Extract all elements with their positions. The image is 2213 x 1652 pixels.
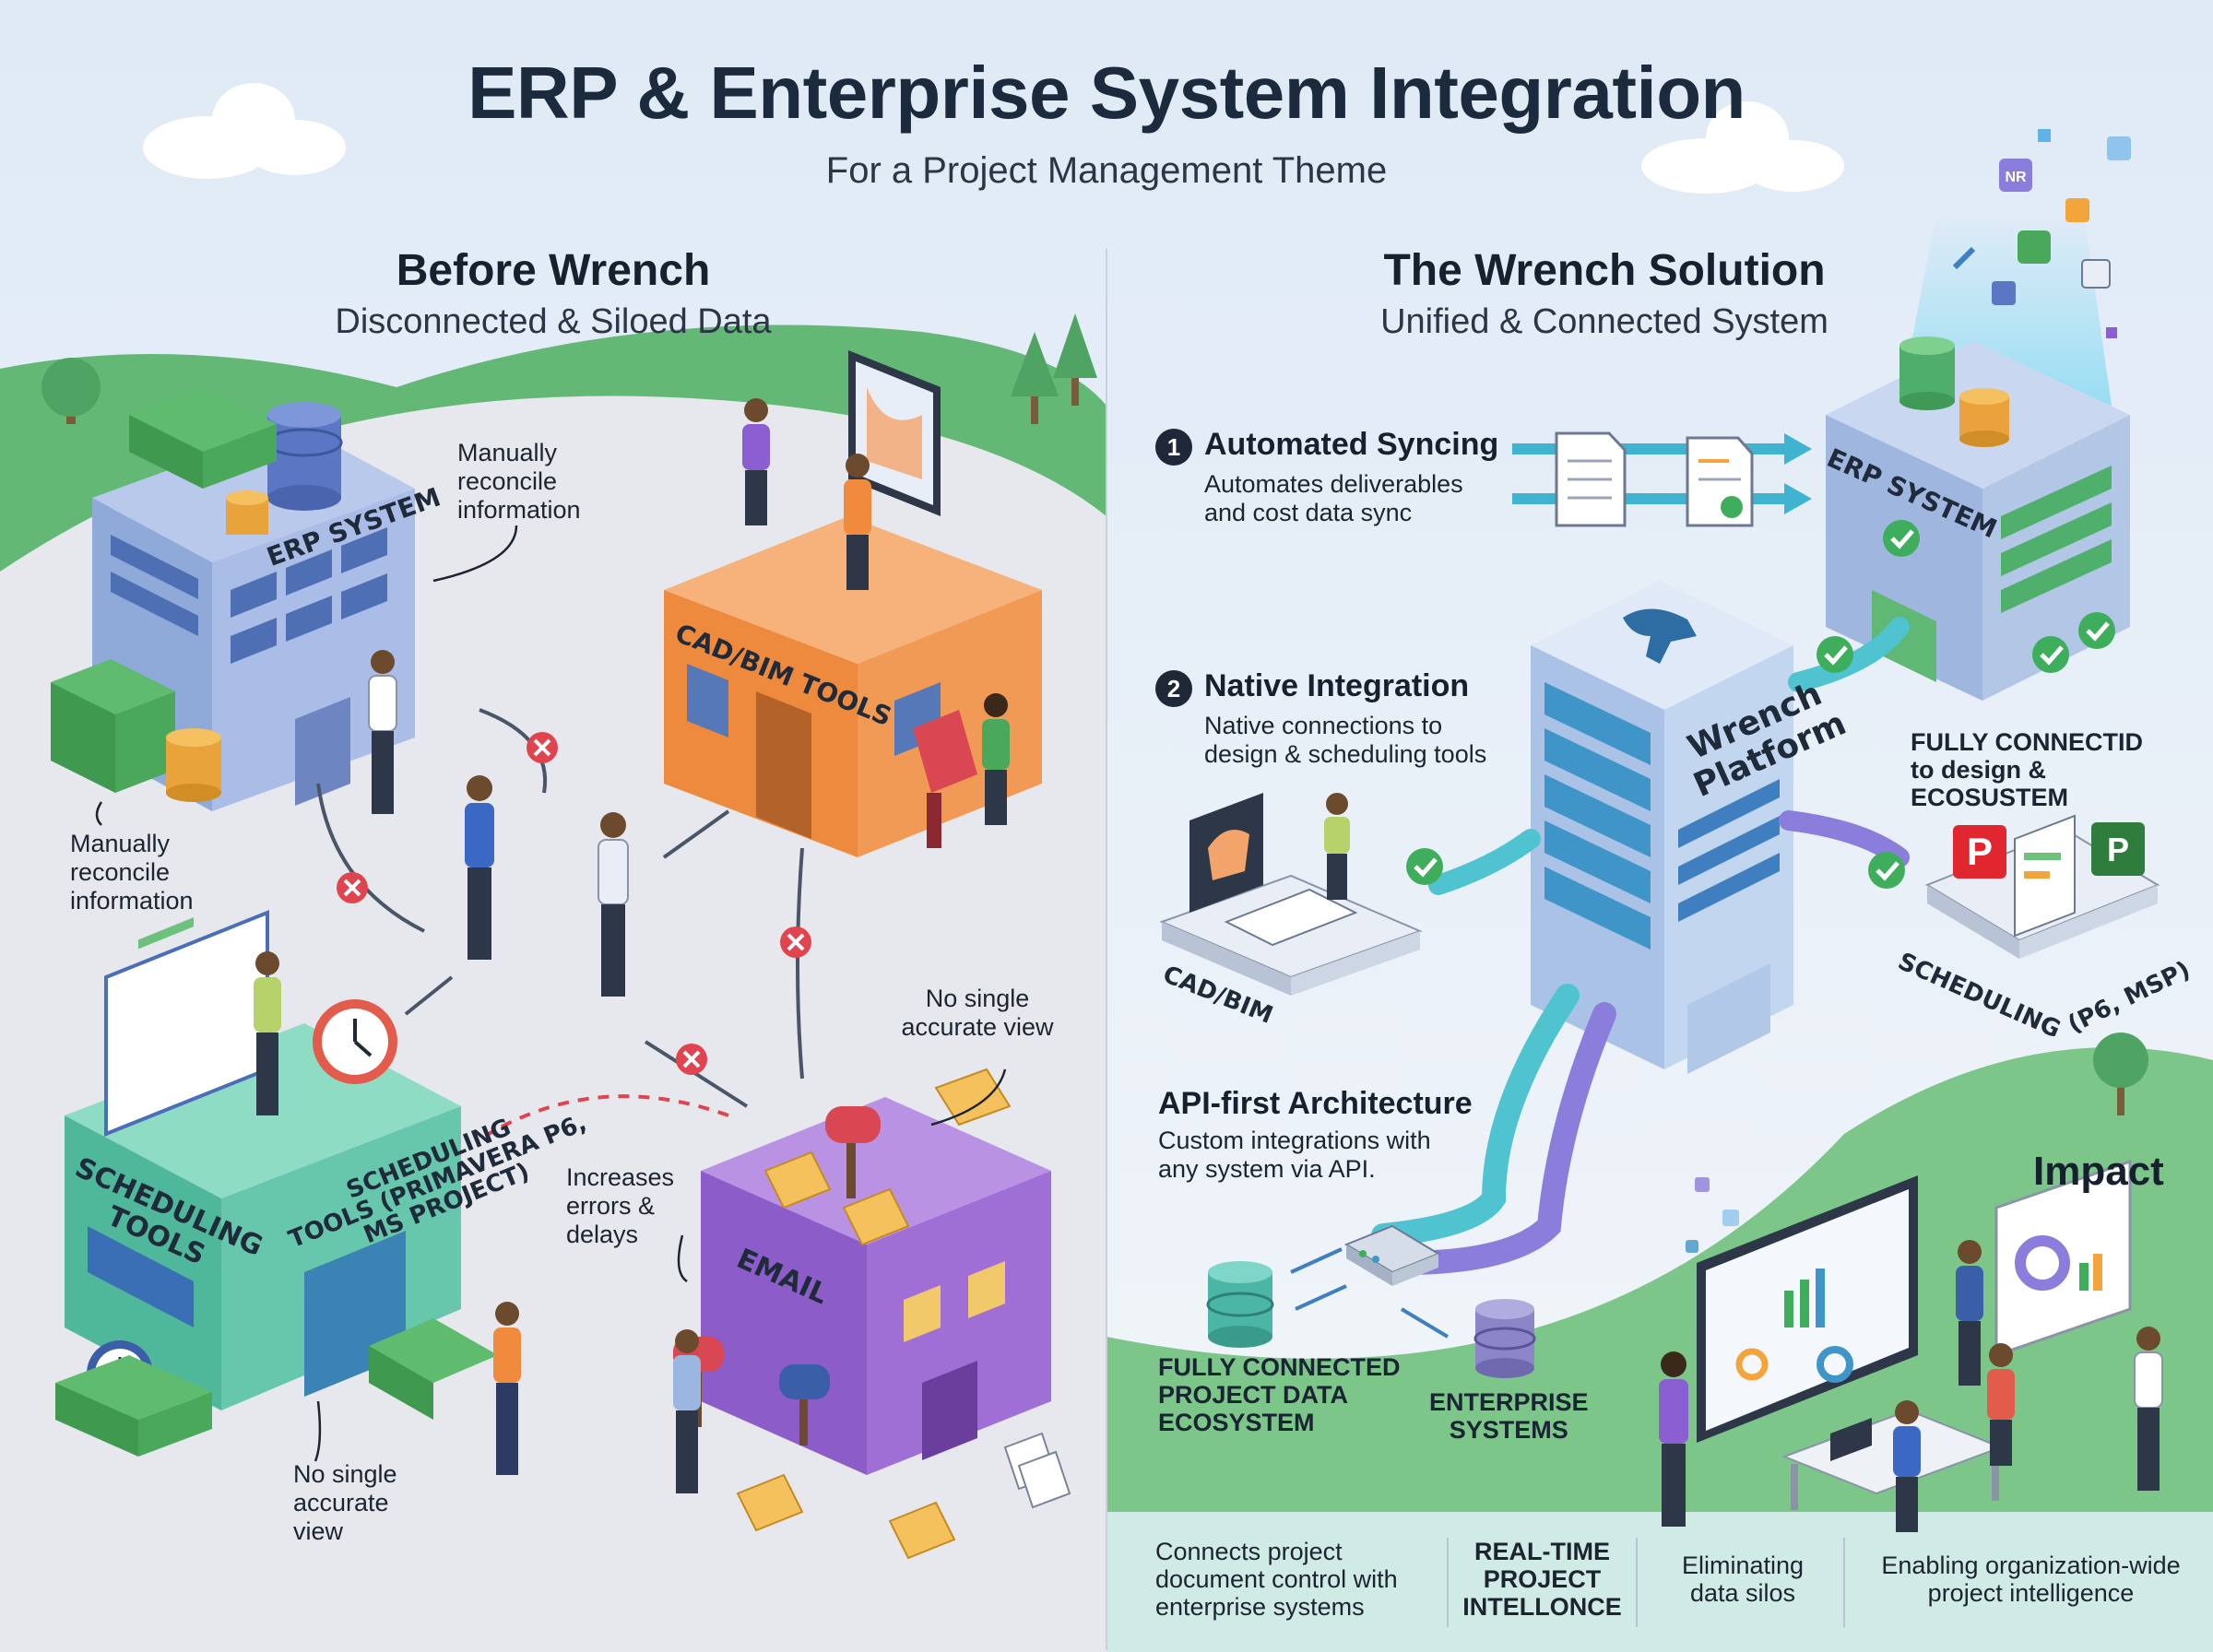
- right-hill-ground: [1106, 1047, 2213, 1652]
- database-icon-left: [266, 402, 343, 511]
- cash-stack-icon: [55, 1318, 498, 1457]
- primavera-app-icon: P: [1953, 825, 2006, 879]
- person-icon: [742, 398, 770, 525]
- note-errors: Increases errors & delays: [566, 1163, 675, 1248]
- meeting-table: [1781, 1409, 2004, 1510]
- email-building: [701, 1097, 1051, 1475]
- person-icon: [1324, 793, 1350, 900]
- arrow-bidirectional: [1290, 1247, 1450, 1339]
- cash-stack-icon: [129, 387, 277, 489]
- svg-text:P: P: [2107, 831, 2129, 868]
- note-no-view-bottom: No single accurate view: [293, 1460, 397, 1545]
- cash-stack-icon: [51, 659, 175, 793]
- note-reconcile-left: Manually reconcile information: [70, 830, 194, 914]
- page-subtitle: For a Project Management Theme: [825, 150, 1388, 191]
- callout-lines-left: [95, 525, 1007, 1462]
- person-icon: [2134, 1327, 2163, 1491]
- solution-heading: The Wrench Solution: [1383, 246, 1826, 295]
- tree-left: [41, 358, 101, 424]
- footer-item-enabling: Enabling organization-wide project intel…: [1881, 1552, 2181, 1607]
- step-number: 1: [1155, 429, 1192, 466]
- svg-text:P: P: [1967, 830, 1993, 873]
- person-icon: [368, 650, 397, 814]
- paper-stack-icon: [1003, 1432, 1071, 1509]
- person-icon: [1987, 1343, 2015, 1466]
- kiosk-icon: [913, 710, 977, 848]
- before-subheading: Disconnected & Siloed Data: [335, 302, 772, 341]
- impact-heading: Impact: [2033, 1149, 2164, 1194]
- person-icon: [673, 1329, 701, 1493]
- nr-badge-icon: NR: [2005, 170, 2027, 185]
- step-desc-native-integration: Native connections to design & schedulin…: [1204, 712, 1487, 768]
- dashboard-screen: [1697, 1175, 1918, 1443]
- report-board: [1994, 1159, 2132, 1358]
- step-number: 2: [1155, 670, 1192, 707]
- person-icon: [493, 1302, 521, 1475]
- api-hub-icon: [1343, 1224, 1441, 1286]
- cross-icon: [337, 732, 811, 1075]
- ms-project-app-icon: P: [2091, 822, 2145, 876]
- person-icon: [844, 454, 871, 590]
- enterprise-systems-label: ENTERPRISE SYSTEMS: [1429, 1388, 1589, 1444]
- alarm-clock-icon: [313, 999, 397, 1084]
- cad-bim-platform: [1159, 793, 1423, 996]
- person-icon: [1659, 1351, 1688, 1527]
- person-icon: [982, 693, 1010, 825]
- cloud-left: [143, 83, 346, 179]
- step-desc-automated-syncing: Automates deliverables and cost data syn…: [1204, 470, 1463, 526]
- step-title-automated-syncing: Automated Syncing: [1204, 427, 1499, 462]
- before-heading: Before Wrench: [396, 246, 711, 295]
- footer-item-real-time: REAL-TIME PROJECT INTELLONCE: [1462, 1538, 1622, 1621]
- person-icon: [254, 951, 281, 1115]
- database-teal-icon: [1206, 1261, 1274, 1348]
- cloud-right: [1641, 101, 1844, 194]
- database-icon-right: [1899, 336, 2009, 447]
- note-reconcile-top: Manually reconcile information: [457, 439, 581, 524]
- footer-dividers: [1447, 1538, 1845, 1627]
- note-no-view-right: No single accurate view: [901, 985, 1054, 1041]
- wrench-logo-icon: [1623, 608, 1697, 664]
- fully-connected-design-label: FULLY CONNECTID to design & ECOSUSTEM: [1911, 728, 2144, 811]
- footer-strip: [1106, 1512, 2213, 1652]
- monitor-icon: [848, 350, 941, 516]
- tree-impact: [2093, 1032, 2148, 1115]
- person-icon: [1956, 1240, 1983, 1386]
- database-purple-icon: [1473, 1299, 1536, 1378]
- envelope-icon: [736, 1068, 1012, 1560]
- footer-item-eliminating: Eliminating data silos: [1681, 1552, 1805, 1607]
- floating-app-icons: [1952, 129, 2131, 338]
- footer-item-connects: Connects project document control with e…: [1155, 1538, 1398, 1621]
- api-desc: Custom integrations with any system via …: [1158, 1127, 1431, 1183]
- svg-text:NR: NR: [2005, 170, 2027, 185]
- fully-connected-data-label: FULLY CONNECTED PROJECT DATA ECOSYSTEM: [1158, 1353, 1401, 1436]
- solution-subheading: Unified & Connected System: [1380, 302, 1828, 341]
- check-icon: [1406, 520, 2115, 889]
- step-title-native-integration: Native Integration: [1204, 668, 1470, 703]
- page-title: ERP & Enterprise System Integration: [467, 52, 1746, 134]
- person-icon: [1893, 1400, 1921, 1532]
- floating-widgets: [1686, 1177, 1739, 1253]
- document-icon: [1555, 431, 1754, 527]
- person-icon: [598, 812, 629, 997]
- wrench-platform-tower: [1531, 581, 1793, 1074]
- connection-pipes: [1371, 617, 1910, 1275]
- coins-icon: [166, 490, 268, 802]
- person-icon: [465, 775, 494, 960]
- api-title: API-first Architecture: [1158, 1086, 1473, 1121]
- tree-right-pair: [1011, 313, 1097, 424]
